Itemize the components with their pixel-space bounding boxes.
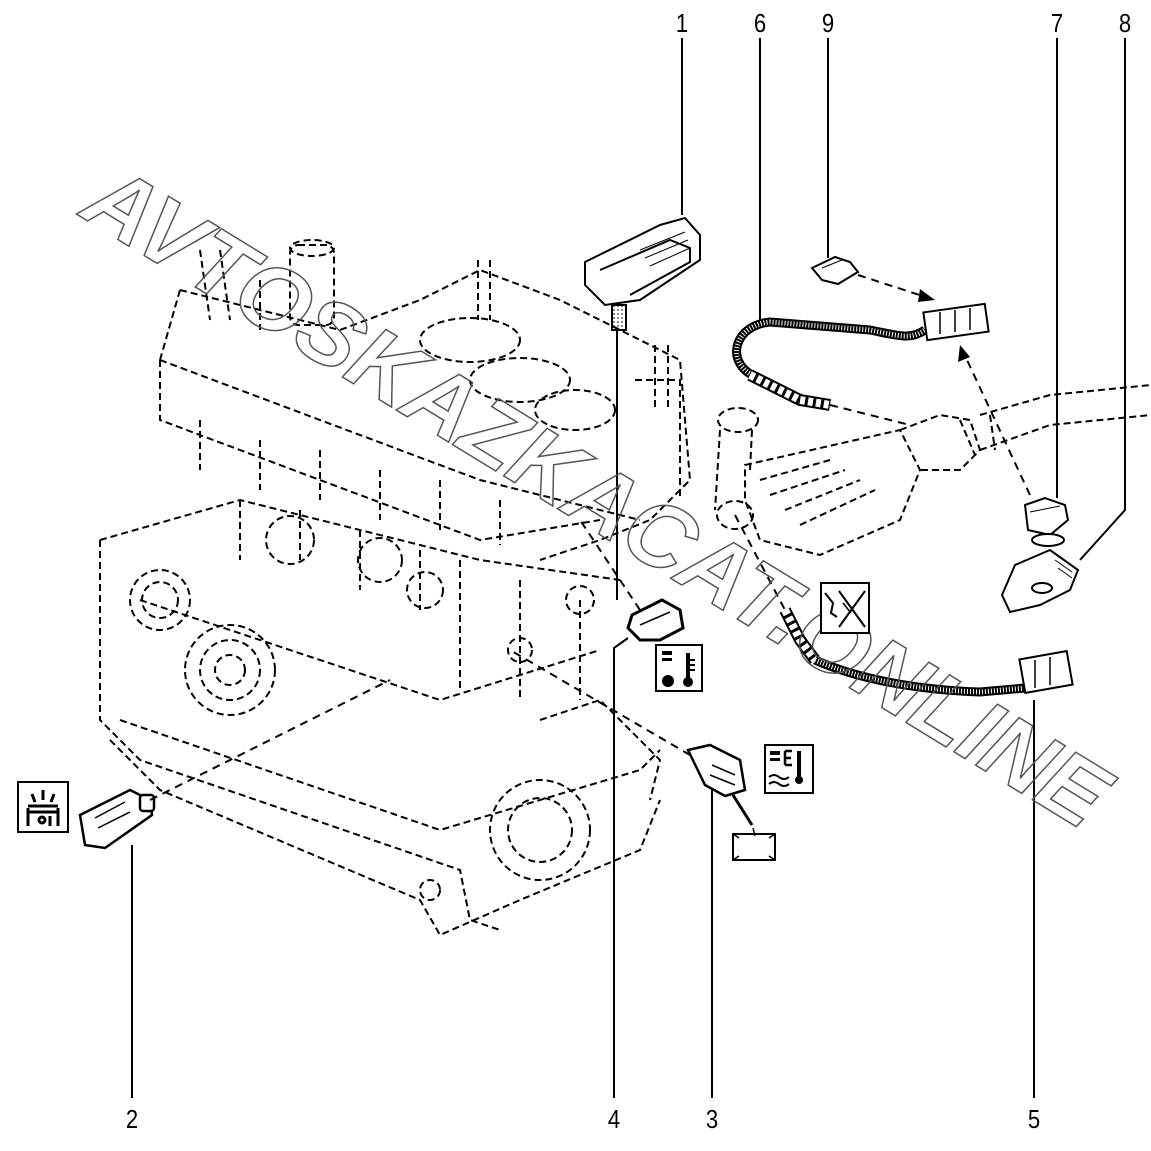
connector-plug-symbol-icon bbox=[732, 827, 776, 861]
symbol-connector-plug bbox=[732, 827, 776, 861]
watermark-text: AVTOSKAZKACAT.ONLINE bbox=[66, 144, 1128, 849]
callout-4[interactable]: 4 bbox=[607, 1104, 621, 1134]
callout-9[interactable]: 9 bbox=[821, 8, 835, 38]
oil-pressure-symbol-icon bbox=[26, 790, 60, 826]
coolant-temperature-sensor-part[interactable] bbox=[686, 743, 754, 826]
leader-lines bbox=[131, 38, 1126, 1098]
symbol-oil-pressure bbox=[17, 781, 69, 833]
air-temperature-symbol-icon bbox=[662, 651, 695, 687]
callout-2[interactable]: 2 bbox=[125, 1104, 139, 1134]
coolant-temperature-symbol-icon bbox=[768, 749, 803, 787]
bracket-part[interactable] bbox=[1000, 548, 1080, 614]
callout-3[interactable]: 3 bbox=[705, 1104, 719, 1134]
temperature-sensor-part[interactable] bbox=[626, 598, 685, 642]
symbol-air-temperature bbox=[655, 644, 703, 692]
callout-8[interactable]: 8 bbox=[1118, 8, 1132, 38]
callout-6[interactable]: 6 bbox=[753, 8, 767, 38]
symbol-exhaust-no-lead bbox=[820, 582, 870, 634]
callout-5[interactable]: 5 bbox=[1027, 1104, 1041, 1134]
catalytic-converter bbox=[714, 384, 1151, 557]
pressure-sensor-part[interactable] bbox=[584, 216, 701, 331]
callout-1[interactable]: 1 bbox=[675, 8, 689, 38]
callout-7[interactable]: 7 bbox=[1050, 8, 1064, 38]
watermark: AVTOSKAZKACAT.ONLINE bbox=[65, 143, 1129, 850]
exhaust-no-lead-symbol-icon bbox=[824, 590, 866, 628]
assembly-arrows bbox=[149, 274, 1031, 801]
arrow-heads bbox=[918, 289, 970, 362]
upstream-oxygen-sensor-part[interactable] bbox=[732, 302, 990, 411]
oil-pressure-switch-part[interactable] bbox=[78, 788, 156, 850]
connector-cover-part[interactable] bbox=[810, 255, 860, 286]
engine-block bbox=[99, 239, 692, 937]
symbol-coolant-temperature bbox=[764, 744, 814, 794]
mounting-clip-part[interactable] bbox=[1023, 496, 1070, 547]
downstream-oxygen-sensor-part[interactable] bbox=[779, 607, 1074, 697]
